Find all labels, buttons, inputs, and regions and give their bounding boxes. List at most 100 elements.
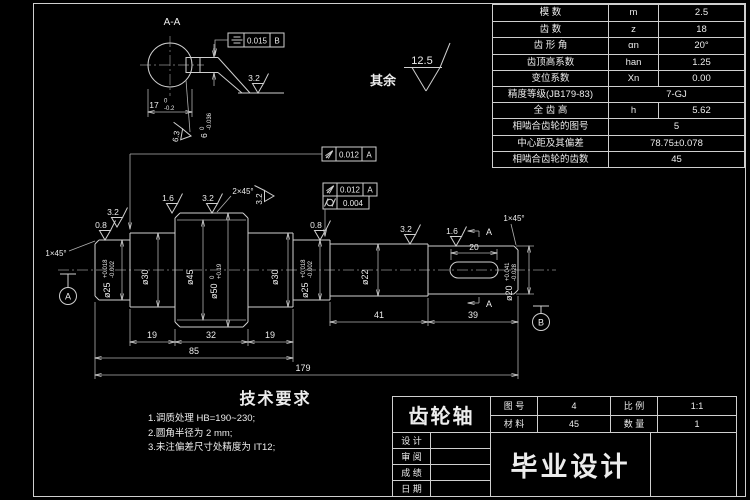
- dim-d30-right: ø30: [270, 269, 280, 285]
- svg-text:+0.018: +0.018: [301, 259, 307, 278]
- gdt-frames: 0.012 A 0.012 A 0.004: [130, 146, 378, 236]
- svg-text:+0.19: +0.19: [217, 263, 223, 279]
- section-view-aa: A-A 3.2 0.015 B 6: [140, 17, 285, 143]
- dim-keyway-20: 20: [469, 242, 479, 252]
- runout-frame-left: 0.012 A: [130, 146, 377, 229]
- drawing-no-label: 图 号: [491, 397, 538, 415]
- dim-d20: ø20 +0.041 -0.028: [504, 262, 518, 301]
- svg-text:ø30: ø30: [140, 269, 150, 285]
- shaft-outline: [58, 212, 556, 328]
- other-roughness-value: 12.5: [411, 55, 432, 67]
- dim-179: 179: [295, 363, 310, 373]
- svg-text:ø20: ø20: [504, 285, 514, 301]
- roughness-key-section: 1.6: [446, 226, 458, 236]
- datum-b-label: B: [538, 318, 544, 328]
- param-label: 中心距及其偏差: [493, 135, 609, 151]
- sign-row-grade: 成 绩: [393, 464, 430, 480]
- roughness-right-journal: 0.8: [310, 220, 322, 230]
- default-roughness-note: 其余 12.5: [370, 42, 451, 92]
- tech-requirement-item: 2.圆角半径为 2 mm;: [148, 427, 233, 439]
- other-surfaces-label: 其余: [370, 73, 397, 88]
- project-name: 毕业设计: [491, 433, 651, 496]
- symmetry-tolerance-value: 0.015: [247, 37, 268, 46]
- datum-symbols: A B: [59, 273, 550, 331]
- symmetry-tolerance-frame: 0.015 B: [215, 32, 285, 55]
- section-mark-bottom: A: [486, 299, 492, 309]
- chamfer-callouts: 1×45° 2×45° 1×45°: [45, 187, 524, 258]
- param-label: 齿 数: [493, 22, 609, 38]
- roughness-gear-face: 3.2: [254, 185, 275, 205]
- svg-text:ø45: ø45: [185, 269, 195, 285]
- svg-text:3.2: 3.2: [255, 193, 264, 205]
- dim-d30-left: ø30: [140, 269, 150, 285]
- svg-text:-0.002: -0.002: [110, 260, 116, 278]
- chamfer-gear: 2×45°: [232, 187, 253, 196]
- qty-label: 数 量: [611, 414, 658, 432]
- svg-text:ø25: ø25: [102, 282, 112, 298]
- svg-text:+0.041: +0.041: [505, 262, 511, 281]
- scale-value: 1:1: [690, 400, 704, 411]
- param-value: 7-GJ: [666, 88, 687, 100]
- tech-requirement-item: 1.调质处理 HB=190~230;: [148, 413, 256, 424]
- svg-text:-0.2: -0.2: [164, 106, 175, 112]
- title-block: 齿轮轴 图 号 4 比 例 1:1 材 料 45 数 量 1 设 计 审 阅 成…: [392, 396, 737, 497]
- material-value: 45: [538, 414, 611, 432]
- material-label: 材 料: [491, 414, 538, 432]
- svg-text:6.3: 6.3: [171, 130, 182, 143]
- dim-41: 41: [374, 310, 384, 320]
- dim-39: 39: [468, 310, 478, 320]
- svg-text:A: A: [366, 151, 372, 160]
- roughness-gear-left: 1.6: [162, 193, 174, 203]
- svg-text:17: 17: [149, 100, 159, 110]
- param-symbol: h: [609, 103, 659, 119]
- param-label: 变位系数: [493, 70, 609, 86]
- svg-text:-0.036: -0.036: [207, 112, 213, 130]
- roughness-left-step: 3.2: [107, 207, 119, 217]
- param-value: 0.00: [692, 72, 711, 84]
- dim-section-width: 17 0 -0.2: [149, 99, 175, 113]
- param-label: 齿 形 角: [493, 38, 609, 54]
- param-symbol: han: [609, 54, 659, 70]
- table-row: 精度等级(JB179-83)7-GJ: [493, 85, 744, 103]
- param-value: 18: [696, 24, 707, 36]
- length-dimensions: 41 39 19 32 19 85 179 20: [95, 242, 518, 379]
- svg-text:0.012: 0.012: [340, 186, 361, 195]
- param-symbol: m: [609, 5, 659, 22]
- param-symbol: z: [609, 22, 659, 38]
- signature-cells: [431, 433, 491, 496]
- roughness-left-journal: 0.8: [95, 220, 107, 230]
- sign-row-date: 日 期: [393, 480, 430, 496]
- sign-row-review: 审 阅: [393, 448, 430, 464]
- dim-19a: 19: [147, 330, 157, 340]
- svg-text:ø22: ø22: [360, 269, 370, 285]
- datum-a-label: A: [65, 292, 71, 302]
- dim-key-width: 6 0 -0.036: [199, 112, 213, 138]
- dim-85: 85: [189, 346, 199, 356]
- chamfer-left: 1×45°: [45, 249, 66, 258]
- roughness-shaft22: 3.2: [400, 224, 412, 234]
- roughness-value: 3.2: [248, 73, 260, 83]
- svg-text:0: 0: [210, 275, 216, 279]
- sheet-border: [33, 3, 746, 497]
- keyway-slot: [449, 261, 499, 279]
- svg-text:ø50: ø50: [209, 283, 219, 299]
- svg-text:ø30: ø30: [270, 269, 280, 285]
- symmetry-datum-ref: B: [274, 37, 279, 46]
- runout-cylindricity-frame-right: 0.012 A 0.004: [322, 182, 378, 236]
- diameter-dimensions: ø25 +0.018 -0.002 ø30 ø45 ø50 0 +0.19 ø3…: [102, 213, 534, 327]
- svg-text:0: 0: [200, 126, 206, 130]
- shaft-roughness-marks: 0.8 3.2 1.6 3.2 3.2 0.8 3.2 1.6: [95, 185, 467, 247]
- dim-d25-left: ø25 +0.018 -0.002: [102, 259, 116, 298]
- svg-text:ø25: ø25: [300, 282, 310, 298]
- keyway-notch: [185, 57, 201, 73]
- dim-d45: ø45: [185, 269, 195, 285]
- dim-19b: 19: [265, 330, 275, 340]
- param-value: 20°: [694, 40, 709, 52]
- part-name: 齿轮轴: [393, 397, 491, 432]
- tech-requirement-item: 3.未注偏差尺寸处精度为 IT12;: [148, 442, 276, 453]
